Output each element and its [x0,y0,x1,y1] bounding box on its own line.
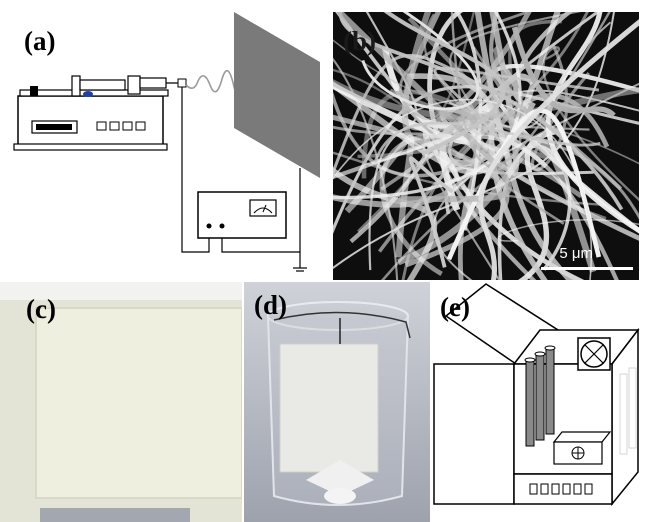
stir-base [324,488,356,504]
sample-column-3 [545,347,555,435]
nanofiber [333,114,510,268]
panel-e-chamber-schematic: (e) [430,282,652,522]
nanofiber [408,156,454,268]
pump-key-4 [135,121,146,131]
support-wire [273,311,411,339]
nanofiber [511,26,616,118]
nanofiber [499,12,573,101]
column-cap-2 [534,351,546,357]
membrane-photo [0,282,242,522]
nanofiber [488,73,549,280]
panel-a-electrospinning-schematic: (a) [0,0,330,280]
nanofiber [454,12,483,231]
beaker-photo [244,282,430,522]
stir-support [306,460,374,496]
wire-needle [181,87,210,253]
nanofiber [333,12,476,120]
blurred-text-strip [40,508,190,522]
nanofiber [333,12,615,270]
pump-key-2 [109,121,120,131]
terminal-negative [206,223,212,229]
nanofiber [542,46,639,202]
scale-bar-label: 5 μm [559,245,593,262]
nanofiber [448,21,612,130]
pump-key-3 [122,121,133,131]
nanofiber [333,98,593,280]
chamber-diagram [433,283,640,507]
nanofiber [399,12,565,225]
sample-column-2 [535,353,545,441]
panel-b-label: (b) [343,26,376,56]
sample-column-1 [525,359,535,447]
column-cap-3 [544,345,556,351]
nanofiber [478,19,639,280]
reference-column-2 [628,367,637,449]
photo-top-edge [0,282,242,300]
nanofiber [344,134,415,258]
chamber-door [433,363,515,505]
meter-needle [262,204,267,213]
control-button-5 [573,483,582,495]
pump-key-1 [96,121,107,131]
syringe-pump-base [13,143,168,151]
terminal-positive [219,223,225,229]
nanofiber [383,12,506,156]
sem-nanofibers-image [333,12,639,280]
nanofiber [333,12,522,200]
syringe-holder [127,75,141,95]
pump-rail [19,89,169,97]
nanofiber [401,12,589,280]
control-button-1 [529,483,538,495]
pump-indicator-icon [83,91,93,97]
nanofiber [450,12,611,168]
panel-d-beaker-photo: (d) [244,282,430,522]
control-button-2 [540,483,549,495]
membrane-sample [279,343,379,473]
panel-c-label: (c) [26,294,56,324]
fan-blade-2 [584,344,604,364]
source-box-top [552,431,612,443]
meter-dial [253,207,273,214]
control-button-6 [584,483,593,495]
nanofiber [333,12,561,175]
pusher-block [71,75,81,97]
pump-clamp-left [30,86,38,96]
syringe-tip [139,77,167,89]
needle-hub [177,78,187,88]
panel-c-membrane-photo: (c) [0,282,242,522]
panel-e-label: (e) [440,292,470,322]
electrospinning-diagram [13,12,320,272]
nanofiber [333,57,399,280]
wire-collector [221,168,301,253]
panel-b-sem-image: (b) 5 μm [333,12,639,280]
control-button-4 [562,483,571,495]
nanofiber [361,12,480,111]
nanofiber [336,12,512,203]
column-cap-1 [524,357,536,363]
reference-column-1 [619,373,628,455]
panel-a-label: (a) [24,26,56,56]
control-button-3 [551,483,560,495]
nanofiber [333,78,639,121]
collector-plate [234,12,320,178]
pump-display-screen [36,124,72,130]
scale-bar [541,267,633,270]
nanofiber [497,219,639,242]
nanofiber [427,12,585,280]
fiber-membrane-sheet [35,307,242,499]
panel-d-label: (d) [254,290,287,320]
syringe-barrel [79,79,126,91]
